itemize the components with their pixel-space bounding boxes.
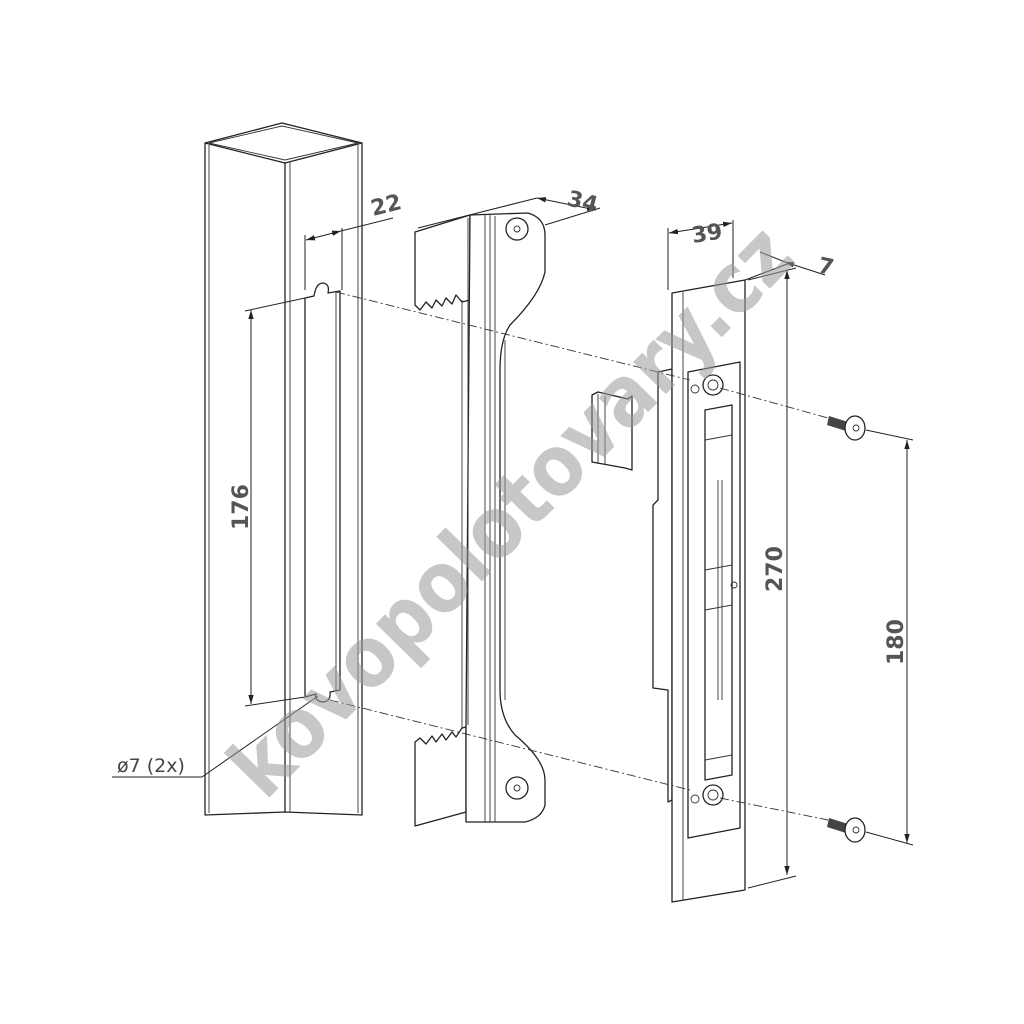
dim-label-176: 176: [229, 484, 254, 530]
mounting-bracket: [414, 212, 546, 827]
dimension-screw-spacing: 180: [865, 429, 914, 846]
assembly-axis-lines: [329, 291, 829, 821]
dim-label-270: 270: [763, 546, 788, 592]
dim-label-39: 39: [690, 219, 724, 248]
dimension-plate-length: 270: [747, 267, 797, 889]
hole-callout: ø7 (2x): [112, 695, 319, 778]
dimension-bracket-depth: 34: [417, 187, 601, 229]
dim-label-22: 22: [368, 190, 404, 222]
screw-top: [827, 415, 866, 441]
dim-label-34: 34: [565, 187, 601, 219]
dimension-slot-length: 176: [229, 297, 306, 707]
dimension-plate-width: 39: [667, 219, 734, 290]
strike-plate: [652, 279, 746, 903]
latch-clip: [591, 391, 633, 471]
dimension-slot-width: 22: [304, 190, 404, 290]
dimension-plate-thickness: 7: [744, 251, 836, 281]
hole-note: ø7 (2x): [117, 755, 185, 777]
dim-label-7: 7: [816, 253, 836, 281]
dim-label-180: 180: [884, 619, 909, 665]
square-post: [204, 122, 363, 816]
screw-bottom: [827, 817, 866, 843]
post-slot: [304, 282, 341, 703]
